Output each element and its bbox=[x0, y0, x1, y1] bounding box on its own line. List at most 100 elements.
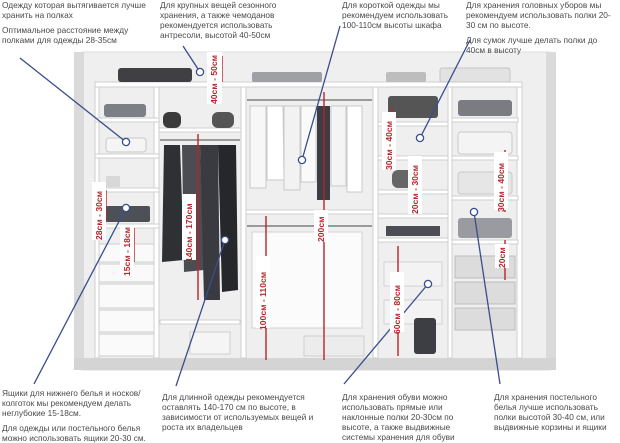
dim-label-short-hanging: 100см - 110см bbox=[258, 272, 268, 330]
shelf bbox=[377, 121, 449, 127]
leader-dot bbox=[423, 279, 433, 289]
note-text: Для хранения головных уборов мы рекоменд… bbox=[466, 0, 611, 30]
leader-line bbox=[33, 207, 127, 385]
wardrobe-left-wall bbox=[74, 52, 84, 370]
dim-label-full-height: 200см bbox=[316, 217, 326, 242]
storage-basket bbox=[303, 335, 365, 357]
dim-label-bg bbox=[408, 156, 422, 214]
folded-linen bbox=[457, 131, 513, 155]
dim-label-right-upper: 30см - 40см bbox=[496, 163, 506, 212]
dim-label-center-mid: 20см - 30см bbox=[410, 165, 420, 214]
note-text: Для хранения обуви можно использовать пр… bbox=[342, 392, 455, 442]
drawer bbox=[98, 309, 155, 333]
leader-line bbox=[301, 25, 341, 161]
bag bbox=[388, 96, 438, 118]
partition bbox=[447, 81, 453, 359]
leader-dot bbox=[121, 203, 131, 213]
partition bbox=[372, 81, 379, 359]
shelf bbox=[451, 239, 519, 245]
folded-linen bbox=[458, 218, 512, 238]
dim-label-drawers: 15см - 18см bbox=[122, 227, 132, 276]
leader-line bbox=[19, 57, 127, 143]
note-text: Для крупных вещей сезонного хранения, а … bbox=[160, 0, 277, 40]
folded-clothes bbox=[104, 104, 146, 117]
box bbox=[106, 176, 120, 187]
leader-dot bbox=[195, 67, 205, 77]
shelf bbox=[451, 117, 519, 123]
note-top-right: Для хранения головных уборов мы рекоменд… bbox=[466, 0, 618, 55]
long-coat bbox=[218, 145, 238, 292]
shelf bbox=[451, 195, 519, 201]
folded-clothes bbox=[386, 226, 440, 236]
dim-label-bg bbox=[92, 182, 106, 240]
shelf bbox=[94, 117, 160, 123]
note-bottom-center-right: Для хранения обуви можно использовать пр… bbox=[342, 392, 484, 442]
leader-line bbox=[175, 239, 226, 387]
shelf bbox=[451, 155, 519, 161]
storage-box bbox=[439, 67, 511, 83]
leader-dot bbox=[415, 133, 425, 143]
note-top-center-left: Для крупных вещей сезонного хранения, а … bbox=[160, 0, 310, 40]
dim-label-bg bbox=[494, 152, 508, 210]
shelf bbox=[245, 209, 374, 215]
dim-label-bg bbox=[382, 112, 396, 170]
dim-label-long-hanging: 140см - 170см bbox=[184, 203, 194, 262]
note-text: Одежду которая вытягивается лучше хранит… bbox=[2, 0, 146, 20]
leader-dot bbox=[469, 207, 479, 217]
shirt bbox=[266, 105, 285, 181]
wardrobe-plinth bbox=[74, 358, 556, 370]
note-text: Для одежды или постельного белья можно и… bbox=[2, 423, 146, 443]
note-text: Ящики для нижнего белья и носков/колгото… bbox=[2, 388, 141, 418]
hat bbox=[163, 112, 181, 128]
dim-label-bg bbox=[120, 226, 134, 276]
partition bbox=[516, 81, 523, 359]
folded-items bbox=[252, 72, 322, 82]
leader-line bbox=[419, 39, 471, 139]
note-text: Оптимальное расстояние между полками для… bbox=[2, 25, 129, 45]
shirt bbox=[283, 105, 301, 191]
leader-endpoints bbox=[121, 67, 479, 289]
long-dress bbox=[200, 145, 220, 300]
note-bottom-right: Для хранения постельного белья лучше исп… bbox=[494, 392, 618, 432]
shelf bbox=[159, 319, 241, 325]
shirt bbox=[249, 105, 267, 189]
dim-label-right-lower: 20см bbox=[497, 247, 507, 268]
dim-label-shoes: 60см - 80см bbox=[392, 285, 402, 334]
drawer bbox=[98, 283, 155, 309]
dim-label-mezzanine: 40см - 50см bbox=[209, 55, 219, 104]
dim-label-bg bbox=[314, 210, 328, 242]
dimension-labels: 40см - 50см 28см - 30см 15см - 18см 140с… bbox=[92, 52, 509, 334]
shoe-box bbox=[189, 331, 231, 355]
dim-label-center-upper: 30см - 40см bbox=[384, 121, 394, 170]
dim-label-shelves-left: 28см - 30см bbox=[94, 191, 104, 240]
shelf bbox=[94, 153, 160, 159]
shoe-box bbox=[386, 72, 426, 82]
mezzanine-shelf bbox=[94, 81, 523, 88]
partition bbox=[240, 81, 247, 359]
leader-line bbox=[182, 45, 201, 73]
note-text: Для хранения постельного белья лучше исп… bbox=[494, 392, 607, 432]
note-text: Для длинной одежды рекомендуется оставля… bbox=[162, 392, 314, 432]
note-bottom-left: Ящики для нижнего белья и носков/колгото… bbox=[2, 388, 152, 443]
shelf bbox=[377, 237, 449, 243]
wardrobe-right-wall bbox=[546, 52, 556, 370]
leader-dot bbox=[297, 155, 307, 165]
dim-label-bg bbox=[256, 256, 270, 328]
folded-clothes bbox=[106, 206, 150, 222]
note-top-left: Одежду которая вытягивается лучше хранит… bbox=[2, 0, 150, 45]
note-text: Для сумок лучше делать полки до 40см в в… bbox=[466, 35, 598, 55]
partition bbox=[153, 81, 160, 359]
suitcase bbox=[118, 68, 192, 82]
dim-label-bg bbox=[495, 244, 509, 268]
leader-lines bbox=[19, 25, 501, 387]
leader-line bbox=[473, 211, 501, 385]
dim-label-bg bbox=[390, 272, 404, 332]
drawer bbox=[98, 333, 155, 357]
dim-label-bg bbox=[182, 194, 196, 260]
dim-label-bg bbox=[207, 52, 222, 104]
leader-dot bbox=[220, 235, 230, 245]
long-coat bbox=[162, 145, 184, 262]
note-bottom-center-left: Для длинной одежды рекомендуется оставля… bbox=[162, 392, 332, 432]
boots bbox=[414, 318, 436, 354]
